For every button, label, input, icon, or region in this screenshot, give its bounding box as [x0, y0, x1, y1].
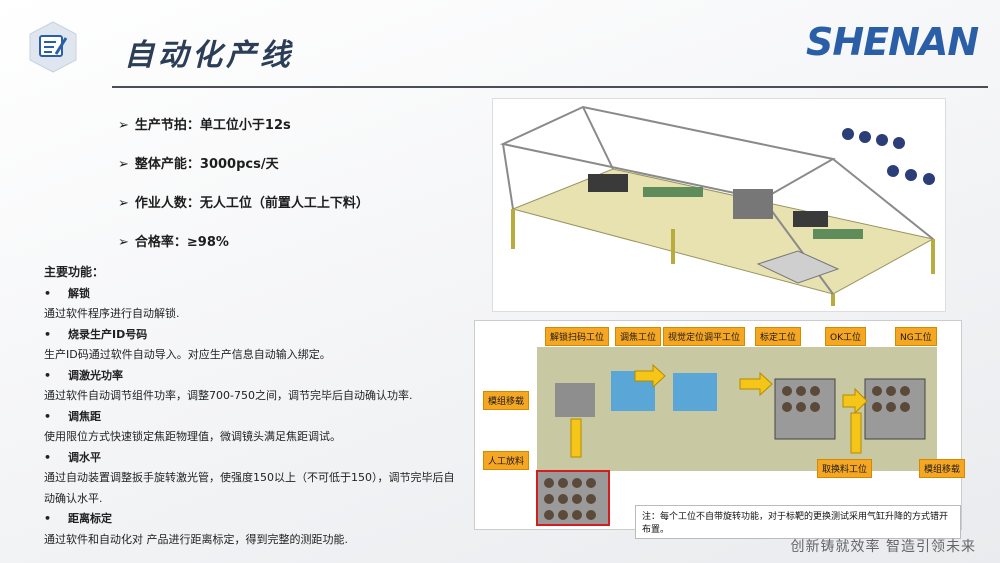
station-label-focus: 调焦工位 [615, 327, 662, 346]
station-label-ng: NG工位 [895, 327, 937, 346]
side-label-module-move-right: 模组移载 [919, 459, 966, 478]
page-title: 自动化产线 [124, 38, 294, 73]
feature-desc: 通过软件程序进行自动解锁. [44, 307, 180, 320]
station-label-unlock-scan: 解锁扫码工位 [545, 327, 610, 346]
spec-item-takt: ➢ 生产节拍：单工位小于12s [118, 114, 369, 133]
diagram-note: 注：每个工位不自带旋转功能，对于标靶的更换测试采用气缸升降的方式错开布置。 [635, 505, 961, 539]
spec-item-staffing: ➢ 作业人数：无人工位（前置人工上下料） [118, 192, 369, 211]
document-edit-icon [26, 20, 80, 74]
spec-label: 合格率：≥98% [134, 235, 229, 250]
spec-list: ➢ 生产节拍：单工位小于12s ➢ 整体产能：3000pcs/天 ➢ 作业人数：无人工… [118, 114, 369, 270]
brand-name: SHENAN [806, 20, 979, 64]
side-label-module-move-left: 模组移载 [483, 391, 530, 410]
side-label-pick-place: 取换料工位 [817, 459, 873, 478]
production-line-3d-figure [492, 98, 946, 312]
title-divider [112, 86, 988, 88]
footer-slogan: 创新铸就效率 智造引领未来 [790, 539, 976, 555]
feature-title: •解锁 [44, 286, 90, 300]
features-heading: 主要功能： [44, 265, 105, 279]
station-label-calibration: 标定工位 [755, 327, 802, 346]
station-layout-diagram: 解锁扫码工位 调焦工位 视觉定位调平工位 标定工位 OK工位 NG工位 模组移载… [474, 320, 966, 539]
spec-label: 作业人数：无人工位（前置人工上下料） [134, 196, 369, 211]
arrow-bullet-icon: ➢ [118, 118, 129, 133]
main-features: 主要功能： •解锁 通过软件程序进行自动解锁. •烧录生产ID号码 生产ID码通… [44, 262, 464, 550]
feature-title: •距离标定 [44, 512, 112, 525]
feature-desc: 生产ID码通过软件自动导入。对应生产信息自动输入绑定。 [44, 348, 331, 361]
station-label-ok: OK工位 [825, 327, 866, 346]
spec-item-yield: ➢ 合格率：≥98% [118, 231, 369, 250]
feature-title: •调水平 [44, 450, 101, 464]
feature-title: •调焦距 [44, 409, 101, 423]
feature-desc: 通过自动装置调整扳手旋转激光管，使强度150以上（不可低于150），调节完毕后自… [44, 471, 455, 505]
feature-desc: 使用限位方式快速锁定焦距物理值，微调镜头满足焦距调试。 [44, 430, 341, 443]
feature-title: •烧录生产ID号码 [44, 327, 148, 341]
brand-logo: SHENAN [806, 20, 979, 64]
station-label-vision-level: 视觉定位调平工位 [663, 327, 746, 346]
spec-label: 整体产能：3000pcs/天 [134, 157, 279, 172]
feature-title: •调激光功率 [44, 368, 123, 382]
feature-desc: 通过软件和自动化对 产品进行距离标定，得到完整的测距功能. [44, 532, 348, 546]
arrow-bullet-icon: ➢ [118, 157, 129, 172]
arrow-bullet-icon: ➢ [118, 235, 129, 250]
side-label-manual-loading: 人工放料 [483, 451, 530, 470]
arrow-bullet-icon: ➢ [118, 196, 129, 211]
spec-label: 生产节拍：单工位小于12s [134, 118, 291, 133]
spec-item-capacity: ➢ 整体产能：3000pcs/天 [118, 153, 369, 172]
feature-desc: 通过软件自动调节组件功率，调整700-750之间，调节完毕后自动确认功率. [44, 389, 413, 402]
